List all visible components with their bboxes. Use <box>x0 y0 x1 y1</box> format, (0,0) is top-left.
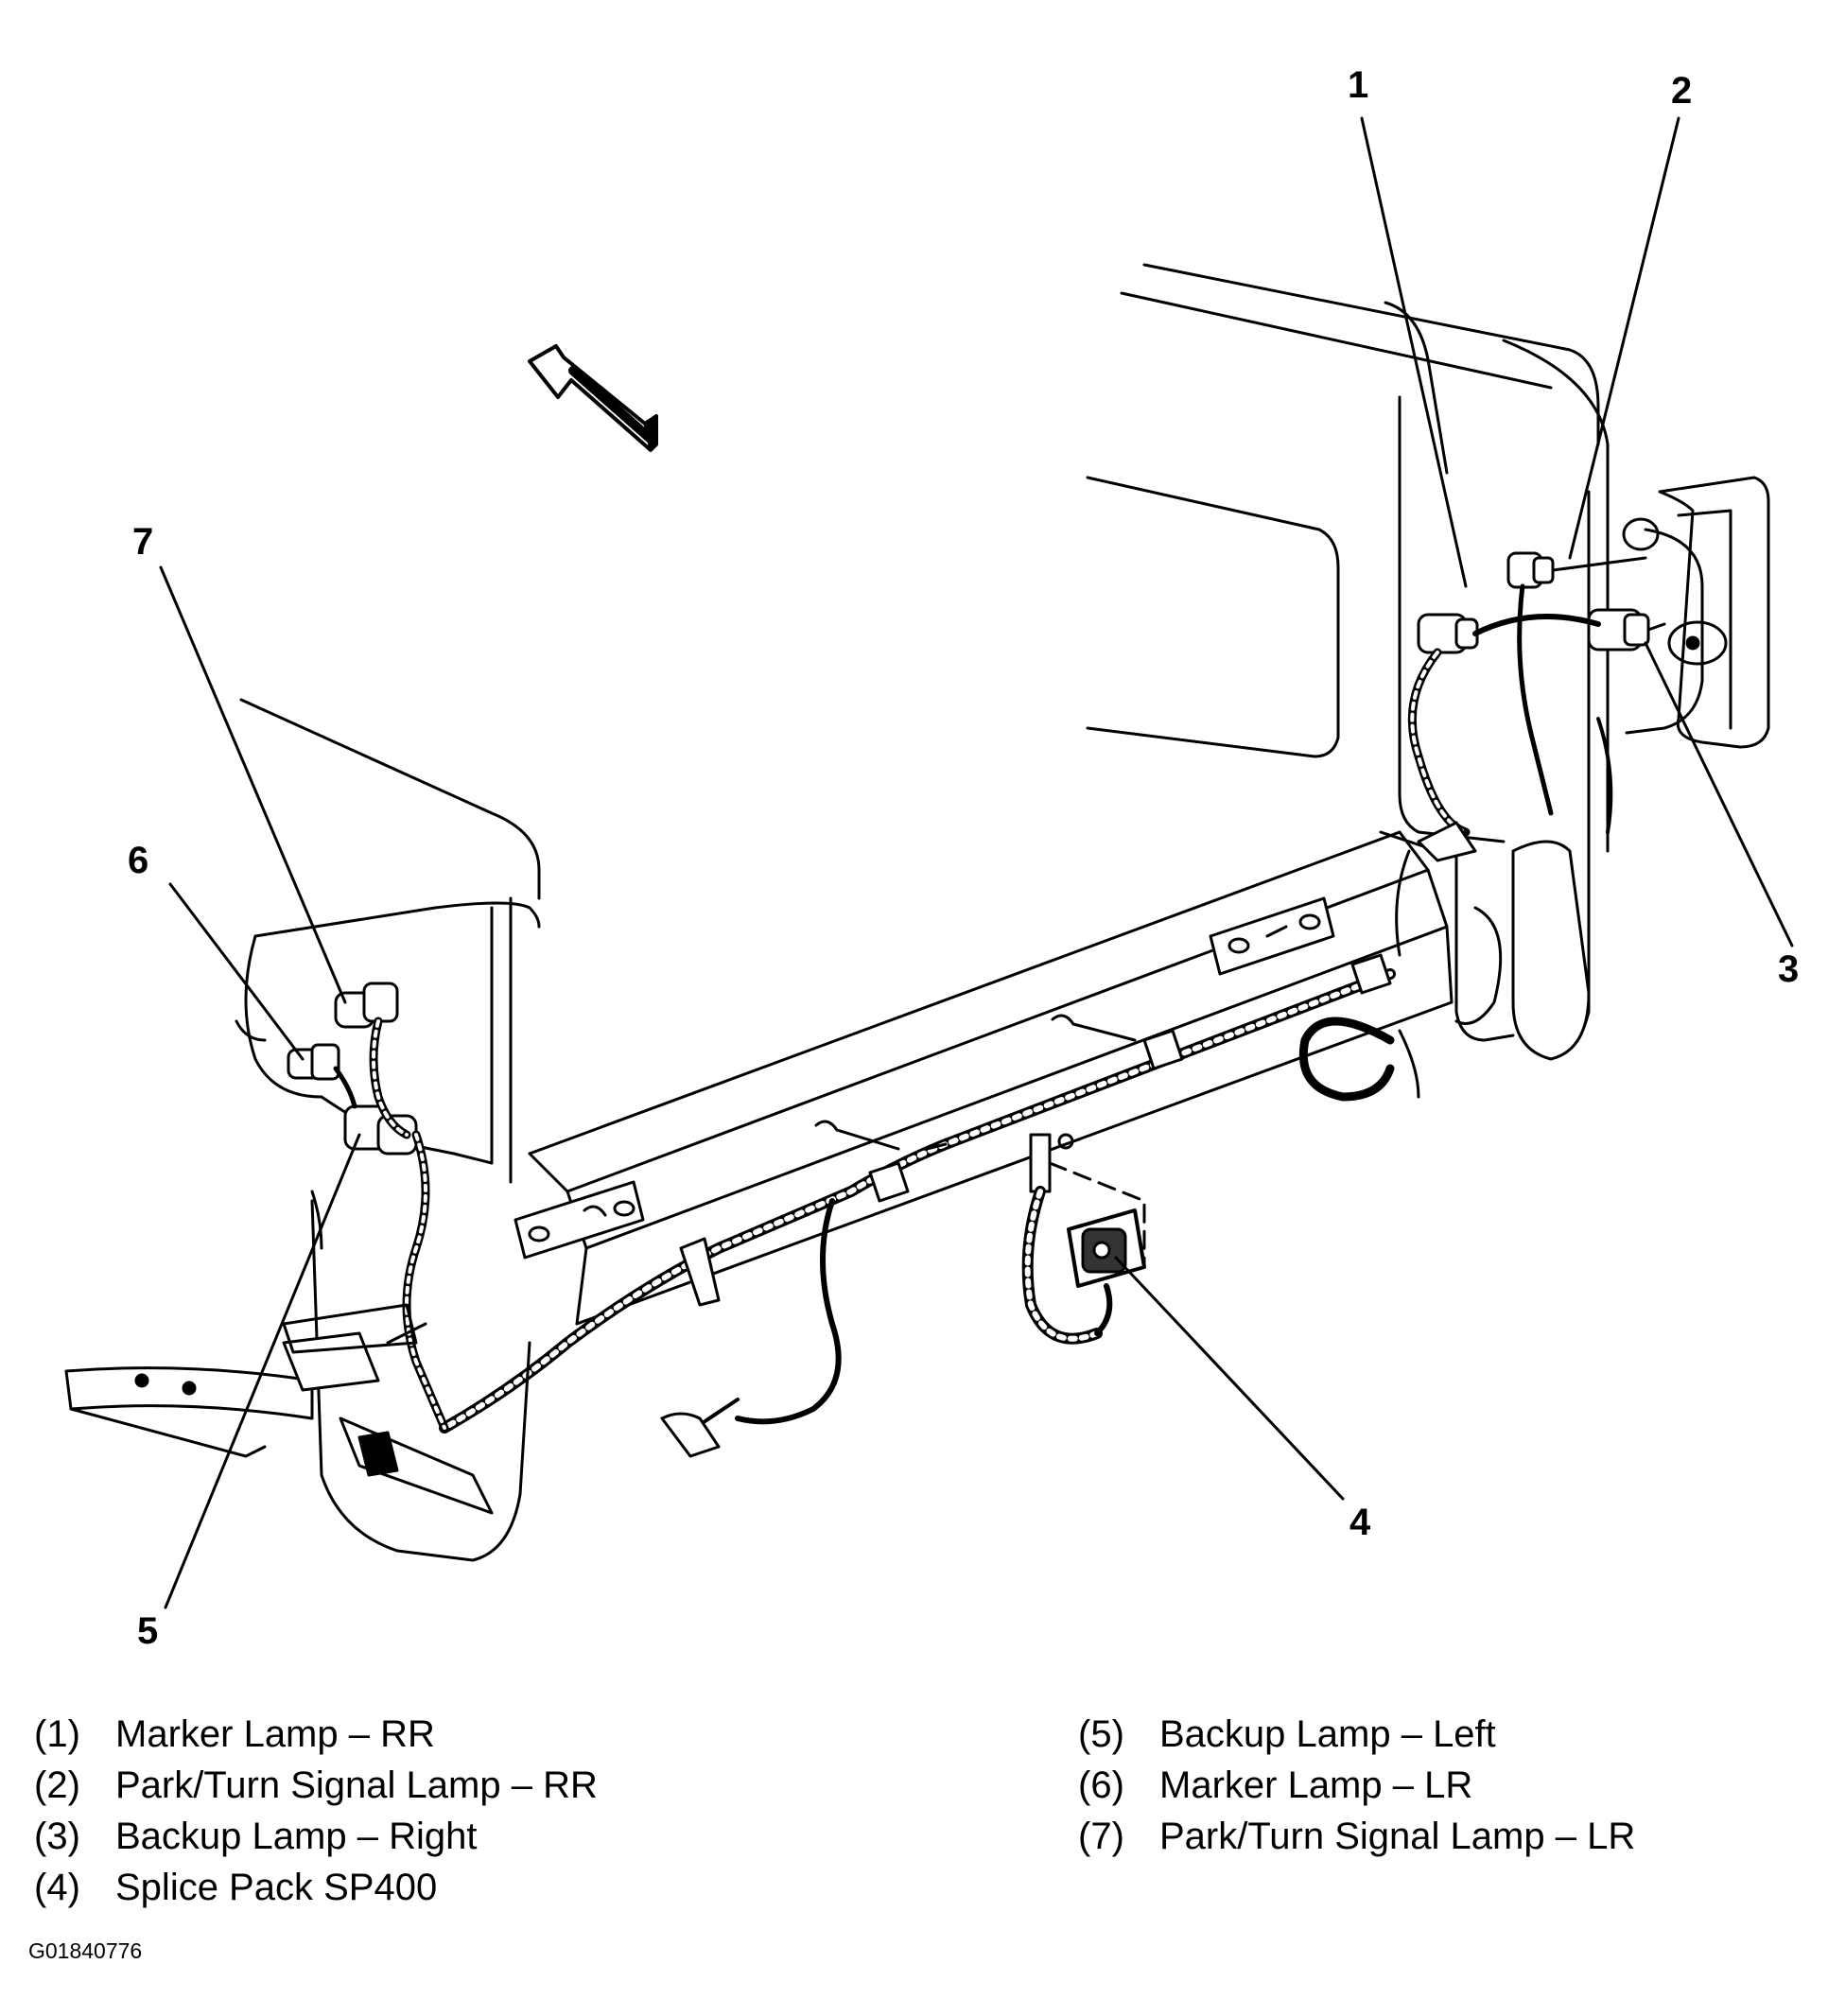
callout-2: 2 <box>1671 70 1693 112</box>
legend-label: Marker Lamp – RR <box>115 1713 435 1755</box>
legend-item: (6) Marker Lamp – LR <box>1078 1764 1472 1806</box>
callout-4: 4 <box>1349 1502 1371 1543</box>
forward-arrow-icon <box>528 344 658 452</box>
legend-label: Marker Lamp – LR <box>1159 1764 1473 1806</box>
leader-4 <box>1114 1256 1345 1501</box>
right-tail-lamp-housing <box>1622 476 1770 749</box>
legend-item: (3) Backup Lamp – Right <box>34 1816 477 1857</box>
left-lamp-sockets <box>287 982 449 1433</box>
legend-number: (1) <box>34 1713 80 1755</box>
legend-item: (5) Backup Lamp – Left <box>1078 1713 1496 1755</box>
legend-label: Backup Lamp – Right <box>115 1816 478 1857</box>
legend-number: (2) <box>34 1764 80 1806</box>
frame-hook <box>1298 1017 1420 1102</box>
legend-item: (7) Park/Turn Signal Lamp – LR <box>1078 1816 1635 1857</box>
legend-item: (2) Park/Turn Signal Lamp – RR <box>34 1764 598 1806</box>
legend-label: Backup Lamp – Left <box>1159 1713 1496 1755</box>
legend-number: (5) <box>1078 1713 1124 1755</box>
leader-3 <box>1644 641 1794 947</box>
callout-5: 5 <box>137 1610 159 1652</box>
legend-label: Park/Turn Signal Lamp – RR <box>115 1764 598 1806</box>
callout-1: 1 <box>1348 64 1369 106</box>
legend-number: (3) <box>34 1816 80 1857</box>
legend-label: Park/Turn Signal Lamp – LR <box>1159 1816 1636 1857</box>
leader-7 <box>159 565 347 1004</box>
callout-6: 6 <box>128 840 149 881</box>
bracket-plates <box>514 896 1335 1260</box>
legend-label: Splice Pack SP400 <box>115 1867 438 1908</box>
splice-pack-assembly <box>1021 1133 1146 1345</box>
leader-1 <box>1360 116 1468 588</box>
rear-wiring-harness <box>439 953 1396 1458</box>
left-bumper <box>64 1303 494 1515</box>
right-lamp-sockets <box>1407 551 1666 837</box>
right-bumper-end <box>1454 830 1591 1061</box>
legend-number: (4) <box>34 1867 80 1908</box>
legend-number: (7) <box>1078 1816 1124 1857</box>
callout-leaders <box>159 116 1794 1609</box>
leader-2 <box>1568 116 1680 560</box>
callout-3: 3 <box>1778 948 1800 990</box>
legend-item: (1) Marker Lamp – RR <box>34 1713 435 1755</box>
callout-7: 7 <box>132 521 154 563</box>
rear-cross-member <box>528 821 1477 1326</box>
legend-item: (4) Splice Pack SP400 <box>34 1867 437 1908</box>
leader-5 <box>164 1133 361 1609</box>
legend-number: (6) <box>1078 1764 1124 1806</box>
leader-6 <box>168 882 305 1061</box>
diagram-artwork <box>64 116 1794 1609</box>
figure-id: G01840776 <box>28 1938 143 1963</box>
